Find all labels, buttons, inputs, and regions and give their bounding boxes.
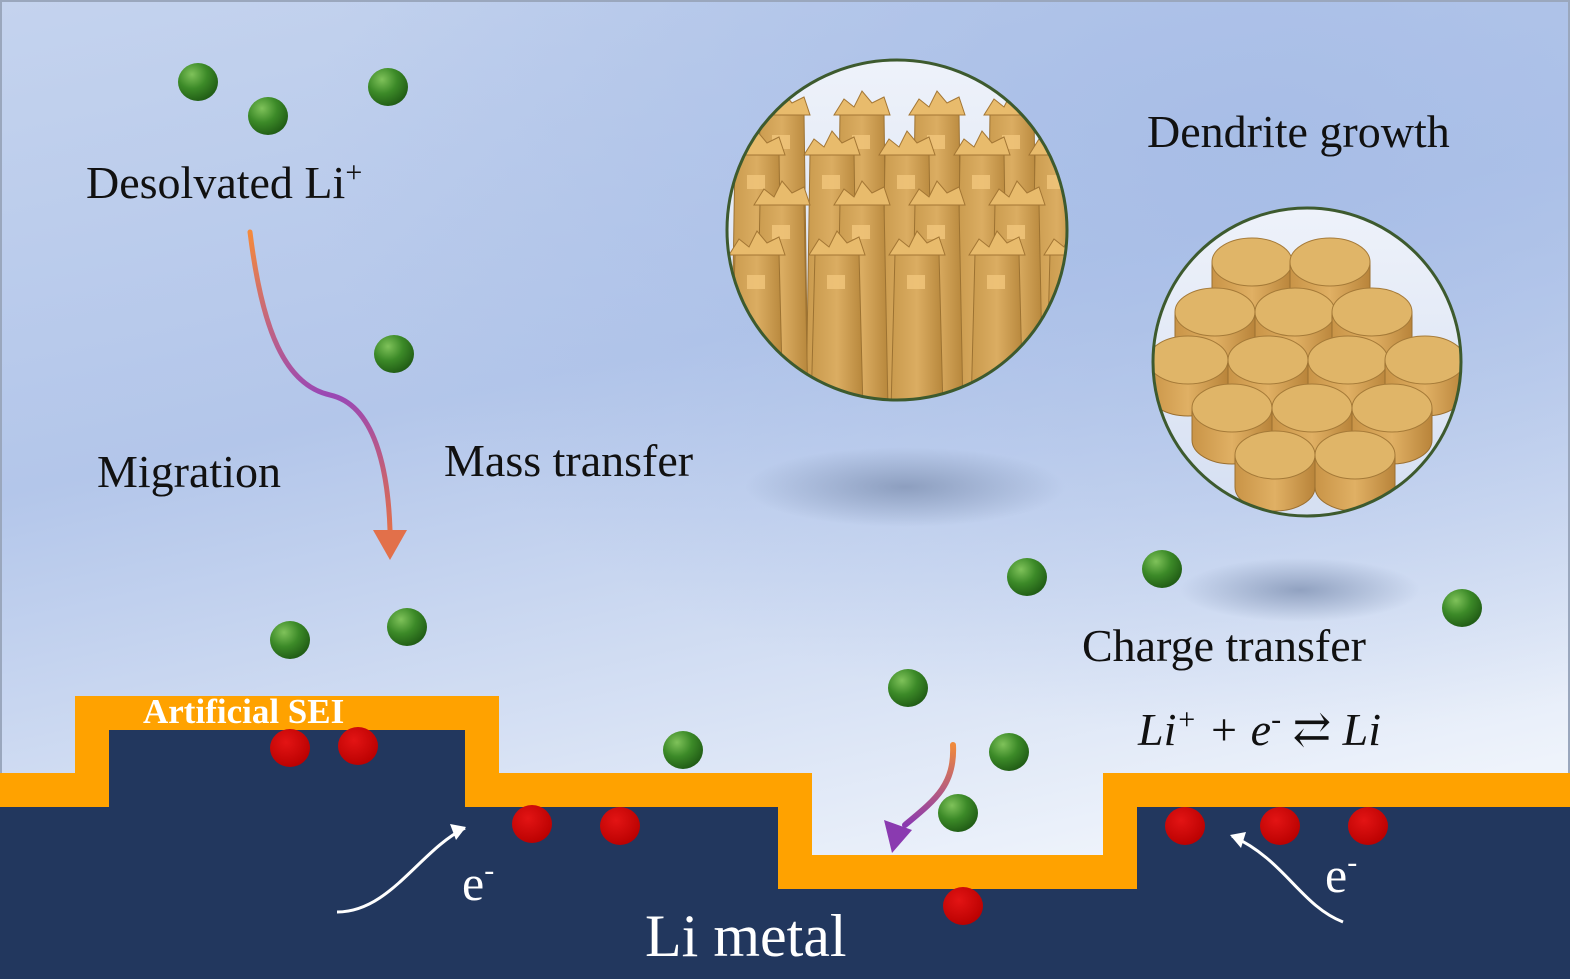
electron-arrowhead-left [450, 824, 466, 840]
desolvated-li-label: Desolvated Li+ [86, 156, 362, 208]
migration-label: Migration [97, 446, 281, 497]
li-ion-sphere [1007, 558, 1047, 596]
li-ion-sphere [178, 63, 218, 101]
reduced-li-sphere [1348, 807, 1388, 845]
electron-arrowhead-right [1230, 832, 1246, 848]
li-ion-sphere [1442, 589, 1482, 627]
li-ion-sphere [1142, 550, 1182, 588]
reduced-li-sphere [1165, 807, 1205, 845]
li-ion-sphere [387, 608, 427, 646]
reduced-li-sphere [600, 807, 640, 845]
li-ion-sphere [248, 97, 288, 135]
uniform-inset-shadow [1180, 558, 1420, 622]
dendrite-inset-shadow [745, 447, 1065, 527]
uniform-cylinder [1234, 430, 1316, 512]
electron-arrow-left [336, 826, 466, 914]
electron-label-right: e- [1325, 846, 1357, 903]
li-ion-spheres [178, 63, 1482, 832]
charge-transfer-arrow [902, 742, 957, 828]
migration-arrow [247, 229, 393, 533]
li-ion-sphere [663, 731, 703, 769]
electron-arrow-right [1231, 834, 1344, 924]
migration-arrowhead [373, 530, 407, 560]
artificial-sei-layer [0, 696, 1570, 889]
reduced-li-sphere [270, 729, 310, 767]
dendrite-column [888, 230, 946, 400]
charge-transfer-label: Charge transfer [1082, 620, 1366, 671]
li-ion-sphere [374, 335, 414, 373]
uniform-cylinder [1314, 430, 1396, 512]
reduced-li-sphere [943, 887, 983, 925]
reduced-li-spheres [270, 727, 1388, 925]
reduced-li-sphere [338, 727, 378, 765]
mass-transfer-label: Mass transfer [444, 435, 693, 486]
li-ion-sphere [888, 669, 928, 707]
dendrite-growth-label: Dendrite growth [1147, 106, 1450, 157]
electron-label-left: e- [462, 854, 494, 911]
li-ion-sphere [938, 794, 978, 832]
uniform-deposition-inset [1151, 206, 1463, 518]
dendrite-column [808, 230, 866, 400]
artificial-sei-label: Artificial SEI [143, 692, 344, 731]
reduced-li-sphere [512, 805, 552, 843]
reaction-equation: Li+ + e- ⇄ Li [1137, 703, 1381, 755]
charge-transfer-arrowhead [884, 820, 912, 853]
li-ion-sphere [989, 733, 1029, 771]
li-ion-sphere [270, 621, 310, 659]
reduced-li-sphere [1260, 807, 1300, 845]
uniform-cylinders-icon [1153, 237, 1461, 512]
li-ion-sphere [368, 68, 408, 106]
li-metal-label: Li metal [645, 903, 847, 969]
